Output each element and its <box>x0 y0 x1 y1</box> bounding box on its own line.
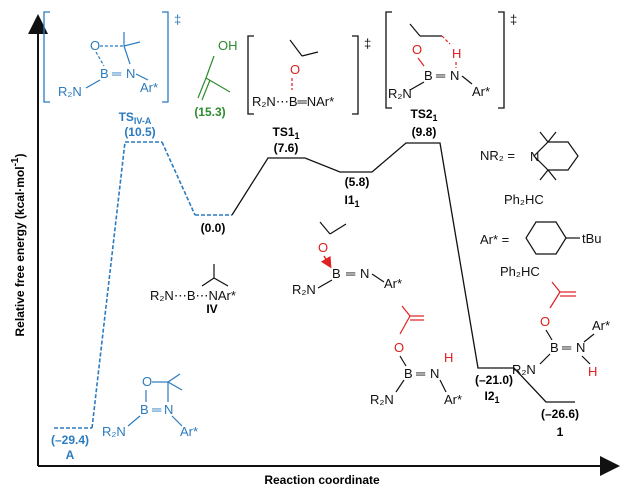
label-i2: I21 <box>484 389 499 405</box>
energy-i2: (–21.0) <box>475 373 513 387</box>
enol-structure: OH (15.3) <box>194 38 237 119</box>
svg-text:Ar*: Ar* <box>592 318 610 333</box>
label-1: 1 <box>557 425 564 439</box>
svg-text:R₂N: R₂N <box>370 392 394 407</box>
svg-text:Ph₂HC: Ph₂HC <box>504 192 544 207</box>
i1-structure: O B ═ N Ar* R₂N <box>292 221 402 297</box>
svg-text:H: H <box>444 350 453 365</box>
svg-text:R₂N⋯B⋯NAr*: R₂N⋯B⋯NAr* <box>150 288 236 303</box>
svg-text:tBu: tBu <box>582 231 602 246</box>
svg-text:═: ═ <box>561 340 572 355</box>
svg-text:O: O <box>290 62 300 77</box>
label-ts2: TS21 <box>410 107 437 123</box>
svg-text:Ar*: Ar* <box>384 276 402 291</box>
svg-text:H: H <box>452 46 461 61</box>
svg-text:R₂N⋯B═NAr*: R₂N⋯B═NAr* <box>252 94 334 109</box>
svg-text:OH: OH <box>218 38 238 53</box>
energy-i1: (5.8) <box>345 175 370 189</box>
label-i1: I11 <box>344 193 359 209</box>
svg-text:B: B <box>424 68 433 83</box>
svg-text:N: N <box>576 340 585 355</box>
label-a: A <box>66 448 75 462</box>
y-axis-label: Relative free energy (kcal·mol-1) <box>10 154 27 337</box>
energy-enol: (15.3) <box>194 105 225 119</box>
label-ts-iv-a: TSIV-A <box>119 110 152 126</box>
svg-text:NR₂ =: NR₂ = <box>480 148 515 163</box>
svg-text:B: B <box>332 266 341 281</box>
ts-iv-a-structure: ‡ O B ═ N Ar* R₂N <box>43 11 181 103</box>
svg-text:═: ═ <box>111 66 122 81</box>
svg-text:O: O <box>412 42 422 57</box>
pathway-a-iv <box>54 141 232 429</box>
x-axis-label: Reaction coordinate <box>264 473 380 487</box>
svg-text:B: B <box>100 66 109 81</box>
product-1-structure: O B ═ N Ar* H R₂N <box>512 281 610 379</box>
ts1-structure: ‡ O R₂N⋯B═NAr* <box>247 35 371 115</box>
svg-text:‡: ‡ <box>364 36 371 51</box>
svg-text:R₂N: R₂N <box>292 282 316 297</box>
svg-text:O: O <box>90 38 100 53</box>
svg-text:B: B <box>140 402 149 417</box>
label-ts1: TS11 <box>272 125 299 141</box>
svg-text:Ar*: Ar* <box>472 84 490 99</box>
svg-text:N: N <box>360 266 369 281</box>
svg-text:R₂N: R₂N <box>58 84 82 99</box>
ts-mark: ‡ <box>174 12 181 27</box>
svg-text:═: ═ <box>435 68 446 83</box>
energy-1: (–26.6) <box>541 407 579 421</box>
pathway-iv-1 <box>231 142 575 403</box>
svg-text:‡: ‡ <box>510 12 517 27</box>
svg-text:Ph₂HC: Ph₂HC <box>500 264 540 279</box>
svg-text:R₂N: R₂N <box>388 86 412 101</box>
svg-text:B: B <box>550 340 559 355</box>
svg-text:R₂N: R₂N <box>512 362 536 377</box>
svg-text:B: B <box>404 366 413 381</box>
svg-text:Ar*: Ar* <box>140 80 158 95</box>
svg-text:═: ═ <box>151 402 162 417</box>
energy-ts2: (9.8) <box>412 125 437 139</box>
svg-text:═: ═ <box>345 266 356 281</box>
substituent-definitions: NR₂ = N Ph₂HC Ar* = tBu Ph₂HC <box>480 131 602 279</box>
svg-text:N: N <box>164 402 173 417</box>
iv-structure: R₂N⋯B⋯NAr* <box>150 264 236 303</box>
svg-text:N: N <box>530 149 539 164</box>
svg-text:O: O <box>318 240 328 255</box>
svg-text:N: N <box>450 68 459 83</box>
svg-text:N: N <box>126 66 135 81</box>
svg-text:O: O <box>142 374 152 389</box>
svg-text:N: N <box>430 366 439 381</box>
svg-text:O: O <box>394 340 404 355</box>
svg-text:H: H <box>588 364 597 379</box>
ts2-structure: ‡ O H B ═ N Ar* R₂N <box>385 11 517 109</box>
energy-ts1: (7.6) <box>274 141 299 155</box>
i2-structure: O B ═ N H Ar* R₂N <box>370 305 462 407</box>
svg-text:O: O <box>540 314 550 329</box>
svg-text:Ar*: Ar* <box>444 392 462 407</box>
a-structure: O B ═ N Ar* R₂N <box>102 373 198 439</box>
svg-text:Ar*: Ar* <box>180 424 198 439</box>
energy-iv: (0.0) <box>201 221 226 235</box>
svg-text:═: ═ <box>415 366 426 381</box>
energy-ts-iv-a: (10.5) <box>124 125 155 139</box>
svg-text:R₂N: R₂N <box>102 424 126 439</box>
energy-a: (–29.4) <box>51 433 89 447</box>
label-iv: IV <box>206 302 217 316</box>
svg-text:Ar* =: Ar* = <box>480 232 509 247</box>
